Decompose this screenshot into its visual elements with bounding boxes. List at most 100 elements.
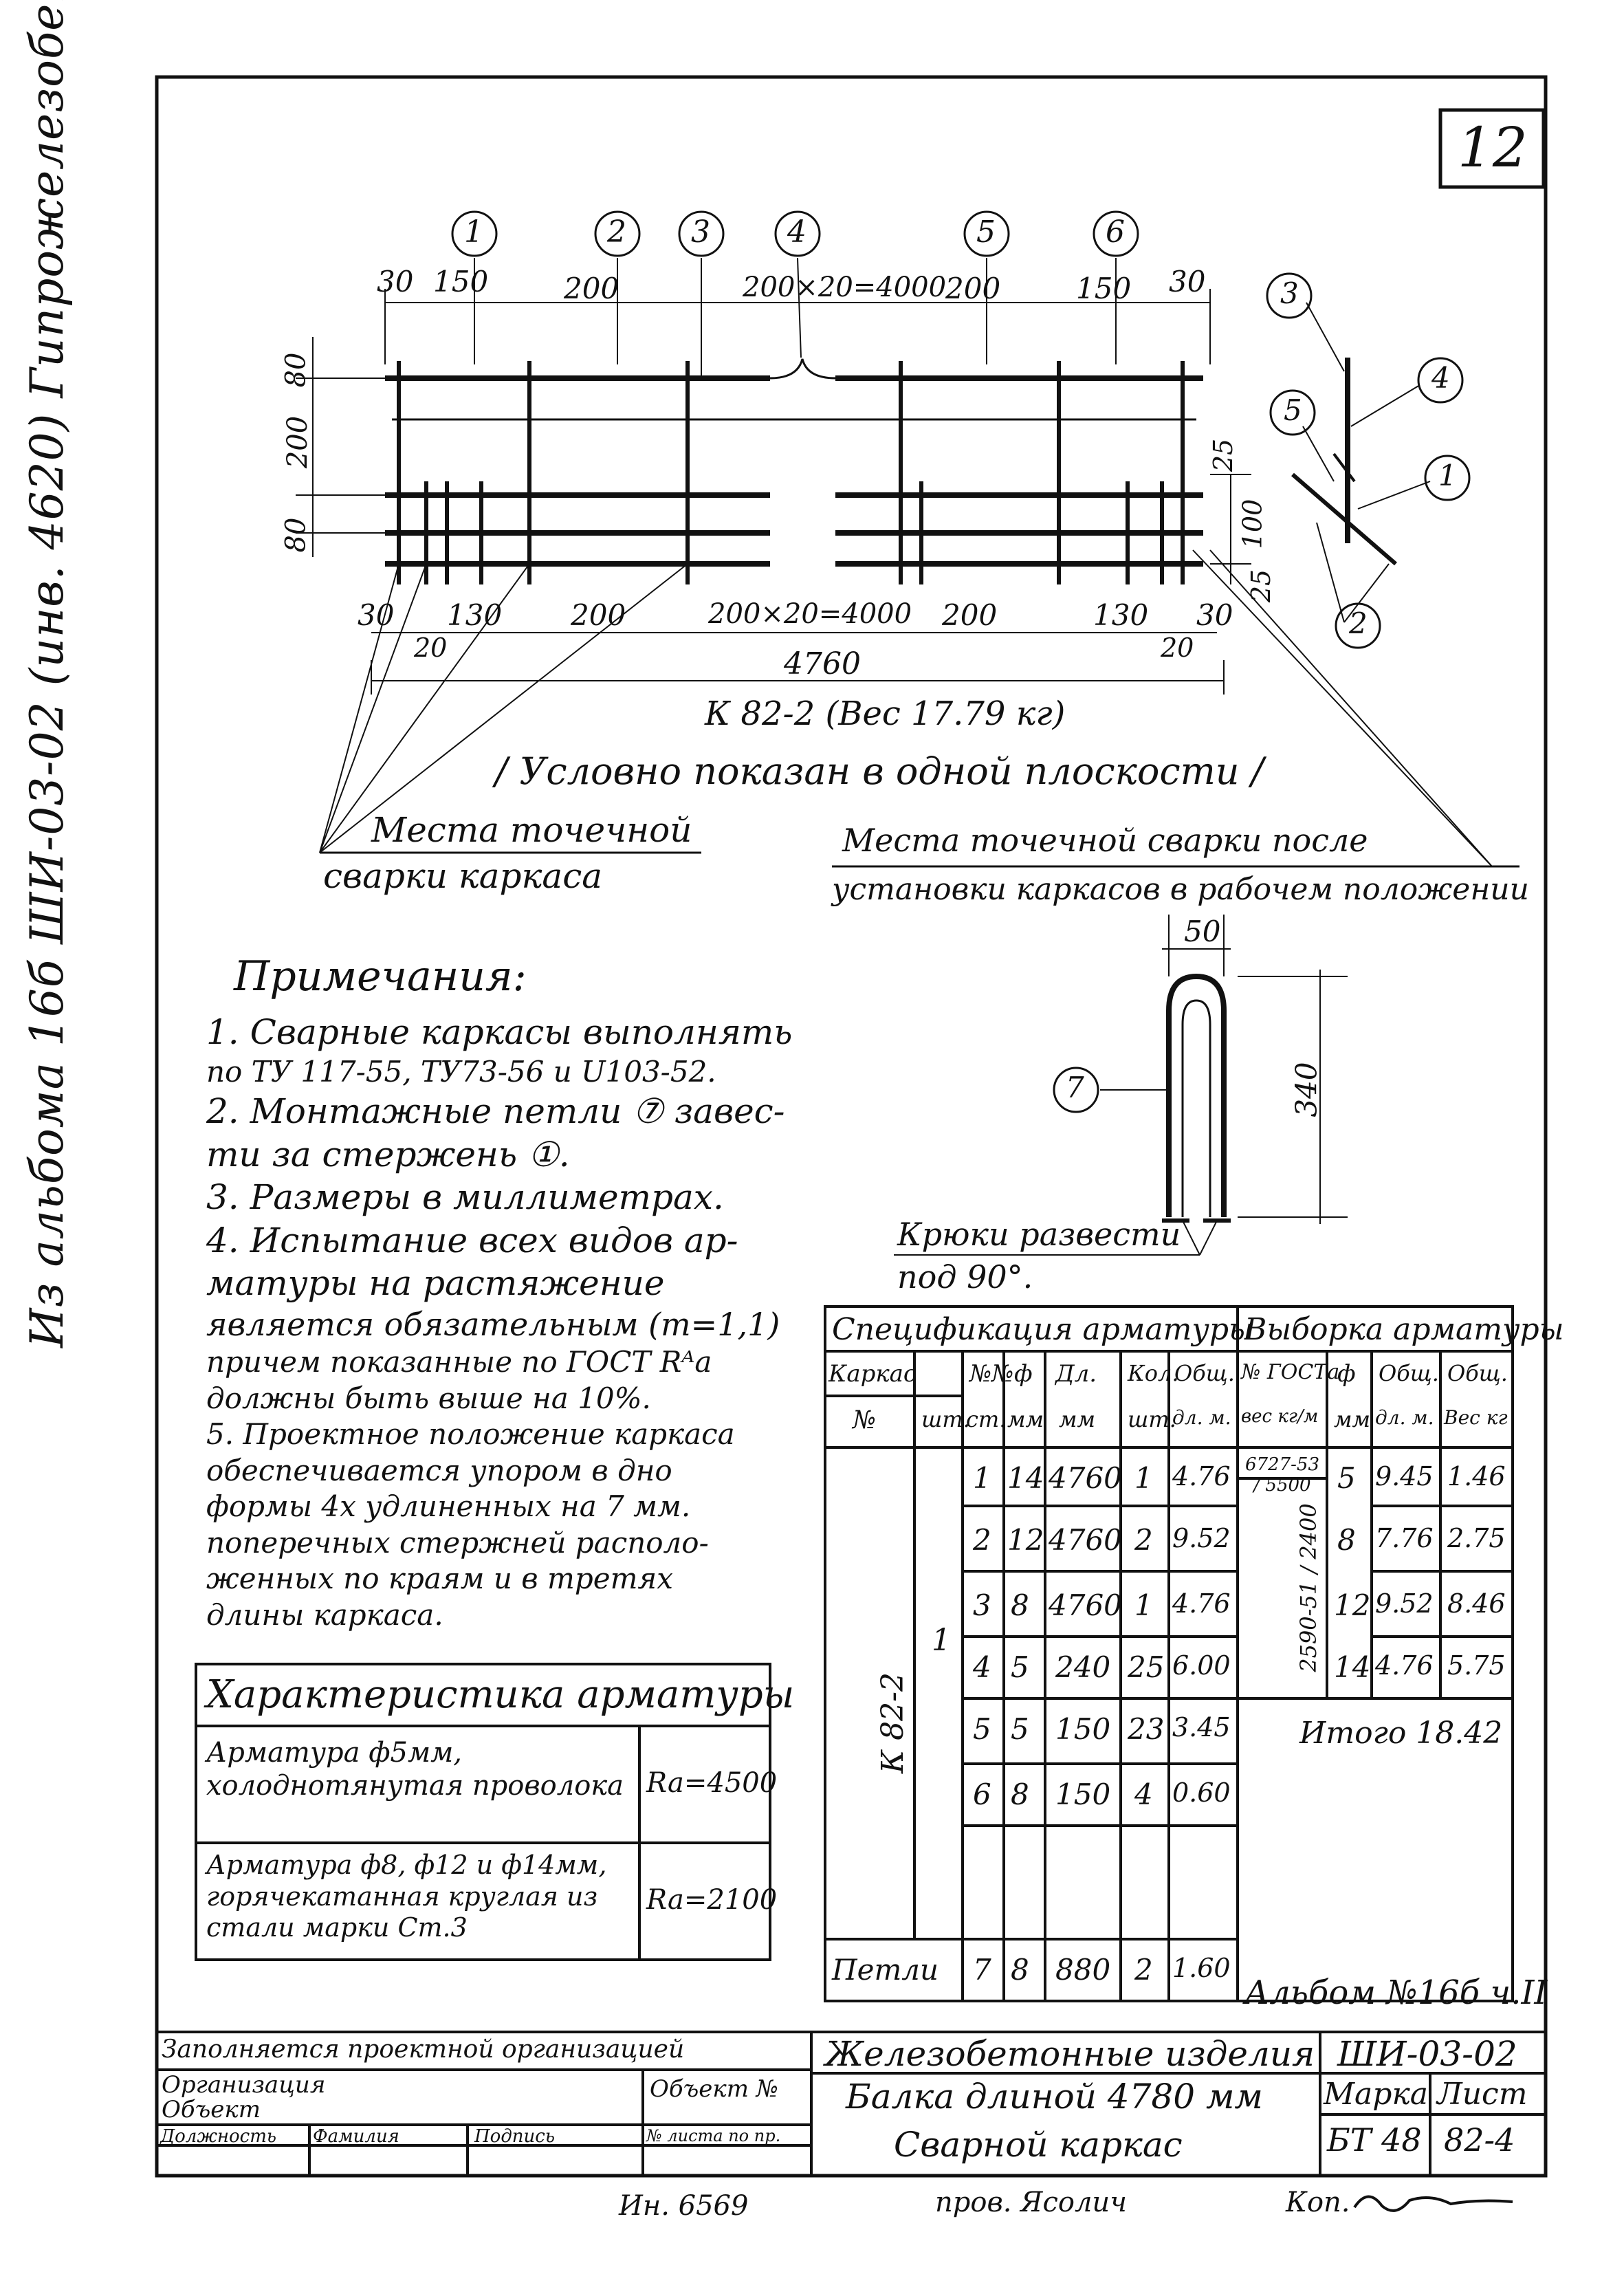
spec-cell: 5 bbox=[1011, 1650, 1029, 1684]
spec-h-total: Общ. bbox=[1174, 1360, 1235, 1386]
char-row-2-desc: Арматура ф8, ф12 и ф14мм, горячекатанная… bbox=[206, 1850, 607, 1943]
spec-cell: 2 bbox=[1134, 1523, 1153, 1557]
hooks-line1: Крюки развести bbox=[897, 1216, 1181, 1253]
callout-6: 6 bbox=[1106, 215, 1125, 250]
callout-2: 2 bbox=[607, 215, 626, 250]
gost-2: 2590-51 / 2400 bbox=[1295, 1503, 1321, 1672]
note-line: по ТУ 117-55, ТУ73-56 и U103-52. bbox=[206, 1054, 716, 1089]
spec-cell: 4760 bbox=[1049, 1461, 1122, 1495]
spec-cell: 25 bbox=[1128, 1650, 1165, 1684]
note-line: 4. Испытание всех видов ар- bbox=[206, 1220, 738, 1260]
spec-cell: 5 bbox=[973, 1712, 991, 1746]
spec-cell: 7 bbox=[973, 1953, 991, 1987]
gost-1: 6727-53 / 5500 bbox=[1244, 1454, 1320, 1496]
spec-sh-no: № bbox=[853, 1406, 877, 1434]
section-callout-2: 2 bbox=[1349, 606, 1368, 640]
vyborka-cell: 14 bbox=[1334, 1650, 1371, 1684]
spec-cell: 240 bbox=[1055, 1650, 1111, 1684]
spec-cell: 23 bbox=[1128, 1712, 1165, 1746]
small-dim-right: 20 bbox=[1161, 633, 1194, 663]
small-dim-left: 20 bbox=[414, 633, 448, 663]
spec-h-diam: ф bbox=[1014, 1360, 1033, 1388]
copy-signature bbox=[1353, 2195, 1513, 2212]
spec-h-frame: Каркас bbox=[829, 1360, 917, 1388]
spec-cell: 8 bbox=[1011, 1588, 1029, 1622]
char-row-2-value: Ra=2100 bbox=[646, 1884, 778, 1916]
tb-surname: Фамилия bbox=[313, 2126, 399, 2147]
spec-h-diam2: ф bbox=[1337, 1360, 1356, 1388]
spec-sh-mm2: мм bbox=[1059, 1406, 1096, 1432]
overall-length: 4760 bbox=[784, 646, 861, 681]
left-dim-2: 200 bbox=[282, 415, 314, 469]
album-label: Альбом №16б ч.II bbox=[1244, 1974, 1548, 2012]
section-callout-3: 3 bbox=[1280, 276, 1299, 310]
footer-inv: Ин. 6569 bbox=[619, 2190, 749, 2222]
note-line: должны быть выше на 10%. bbox=[206, 1381, 651, 1415]
spec-cell: 8 bbox=[1011, 1778, 1029, 1811]
spec-total: Итого 18.42 bbox=[1299, 1716, 1503, 1751]
top-dim-7: 30 bbox=[1169, 265, 1206, 298]
weld-right-line1: Места точечной сварки после bbox=[842, 822, 1368, 859]
title-block-grid bbox=[157, 2031, 1546, 2176]
spec-cell: 1 bbox=[1134, 1588, 1153, 1622]
spec-frame-count: 1 bbox=[932, 1623, 951, 1658]
spec-cell: 4 bbox=[973, 1650, 991, 1684]
section-callout-1: 1 bbox=[1438, 459, 1457, 492]
char-row-1-desc: Арматура ф5мм, холоднотянутая проволока bbox=[206, 1737, 624, 1802]
spec-cell: 4 bbox=[1134, 1778, 1153, 1811]
spec-cell: 4760 bbox=[1049, 1588, 1122, 1622]
note-line: женных по краям и в третях bbox=[206, 1562, 673, 1595]
spec-h-total-weight: Общ. bbox=[1447, 1360, 1508, 1386]
spec-cell: 8 bbox=[1011, 1953, 1029, 1987]
sheet-number-box bbox=[1438, 108, 1546, 189]
weld-right-line2: установки каркасов в рабочем положении bbox=[832, 872, 1529, 907]
callout-1: 1 bbox=[464, 215, 483, 250]
spec-cell: 12 bbox=[1007, 1523, 1044, 1557]
spec-h-total-len: Общ. bbox=[1379, 1360, 1439, 1386]
right-dim-1: 25 bbox=[1208, 438, 1239, 472]
tb-sheet-no-pr: № листа по пр. bbox=[646, 2126, 781, 2145]
sheet-border bbox=[155, 75, 1548, 2178]
note-line: ти за стержень ①. bbox=[206, 1134, 570, 1174]
top-dim-3: 200 bbox=[564, 272, 619, 305]
spec-cell: 14 bbox=[1007, 1461, 1044, 1495]
spec-sh-len2: дл. м. bbox=[1375, 1406, 1434, 1429]
bottom-dim-6: 130 bbox=[1093, 598, 1149, 632]
hooks-line2: под 90°. bbox=[897, 1258, 1033, 1295]
note-line: 3. Размеры в миллиметрах. bbox=[206, 1177, 724, 1217]
note-line: 1. Сварные каркасы выполнять bbox=[206, 1012, 793, 1052]
right-dim-2: 100 bbox=[1237, 499, 1268, 549]
spec-cell: 150 bbox=[1055, 1778, 1111, 1811]
spec-h-nn: №№ bbox=[969, 1360, 1014, 1388]
spec-frame-name: К 82-2 bbox=[875, 1672, 910, 1773]
bottom-dim-7: 30 bbox=[1196, 598, 1233, 632]
note-line: обеспечивается упором в дно bbox=[206, 1453, 672, 1487]
note-line: 2. Монтажные петли ⑦ завес- bbox=[206, 1091, 785, 1131]
callout-5: 5 bbox=[976, 215, 996, 250]
frame-plan-view bbox=[296, 257, 1493, 867]
loop-height-dim: 340 bbox=[1289, 1062, 1324, 1117]
bottom-dim-1: 30 bbox=[358, 598, 395, 632]
characteristics-title: Характеристика арматуры bbox=[206, 1672, 795, 1717]
loop-callout: 7 bbox=[1066, 1071, 1084, 1104]
spec-cell: 6 bbox=[973, 1778, 991, 1811]
spec-title-left: Спецификация арматуры bbox=[832, 1312, 1253, 1347]
spec-sh-len: дл. м. bbox=[1172, 1406, 1231, 1429]
spec-cell: 3.45 bbox=[1172, 1712, 1231, 1742]
section-callout-5: 5 bbox=[1284, 393, 1302, 427]
spec-cell: 150 bbox=[1055, 1712, 1111, 1746]
bottom-dim-2: 130 bbox=[447, 598, 503, 632]
spec-cell: 3 bbox=[973, 1588, 991, 1622]
left-dim-1: 80 bbox=[280, 352, 312, 388]
section-callout-4: 4 bbox=[1431, 361, 1450, 395]
spec-cell: 4.76 bbox=[1172, 1461, 1231, 1491]
vyborka-cell: 9.45 bbox=[1375, 1461, 1434, 1491]
top-dim-5: 200 bbox=[945, 272, 1001, 305]
tb-org: Организация bbox=[162, 2071, 326, 2099]
footer-checked: пров. Ясолич bbox=[935, 2187, 1128, 2218]
vyborka-cell: 4.76 bbox=[1375, 1650, 1434, 1681]
spec-grid bbox=[824, 1305, 1514, 2002]
spec-cell: 1 bbox=[1134, 1461, 1153, 1495]
note-line: причем показанные по ГОСТ Rᴬа bbox=[206, 1345, 712, 1379]
spec-sh-pcs2: шт. bbox=[1128, 1406, 1176, 1432]
